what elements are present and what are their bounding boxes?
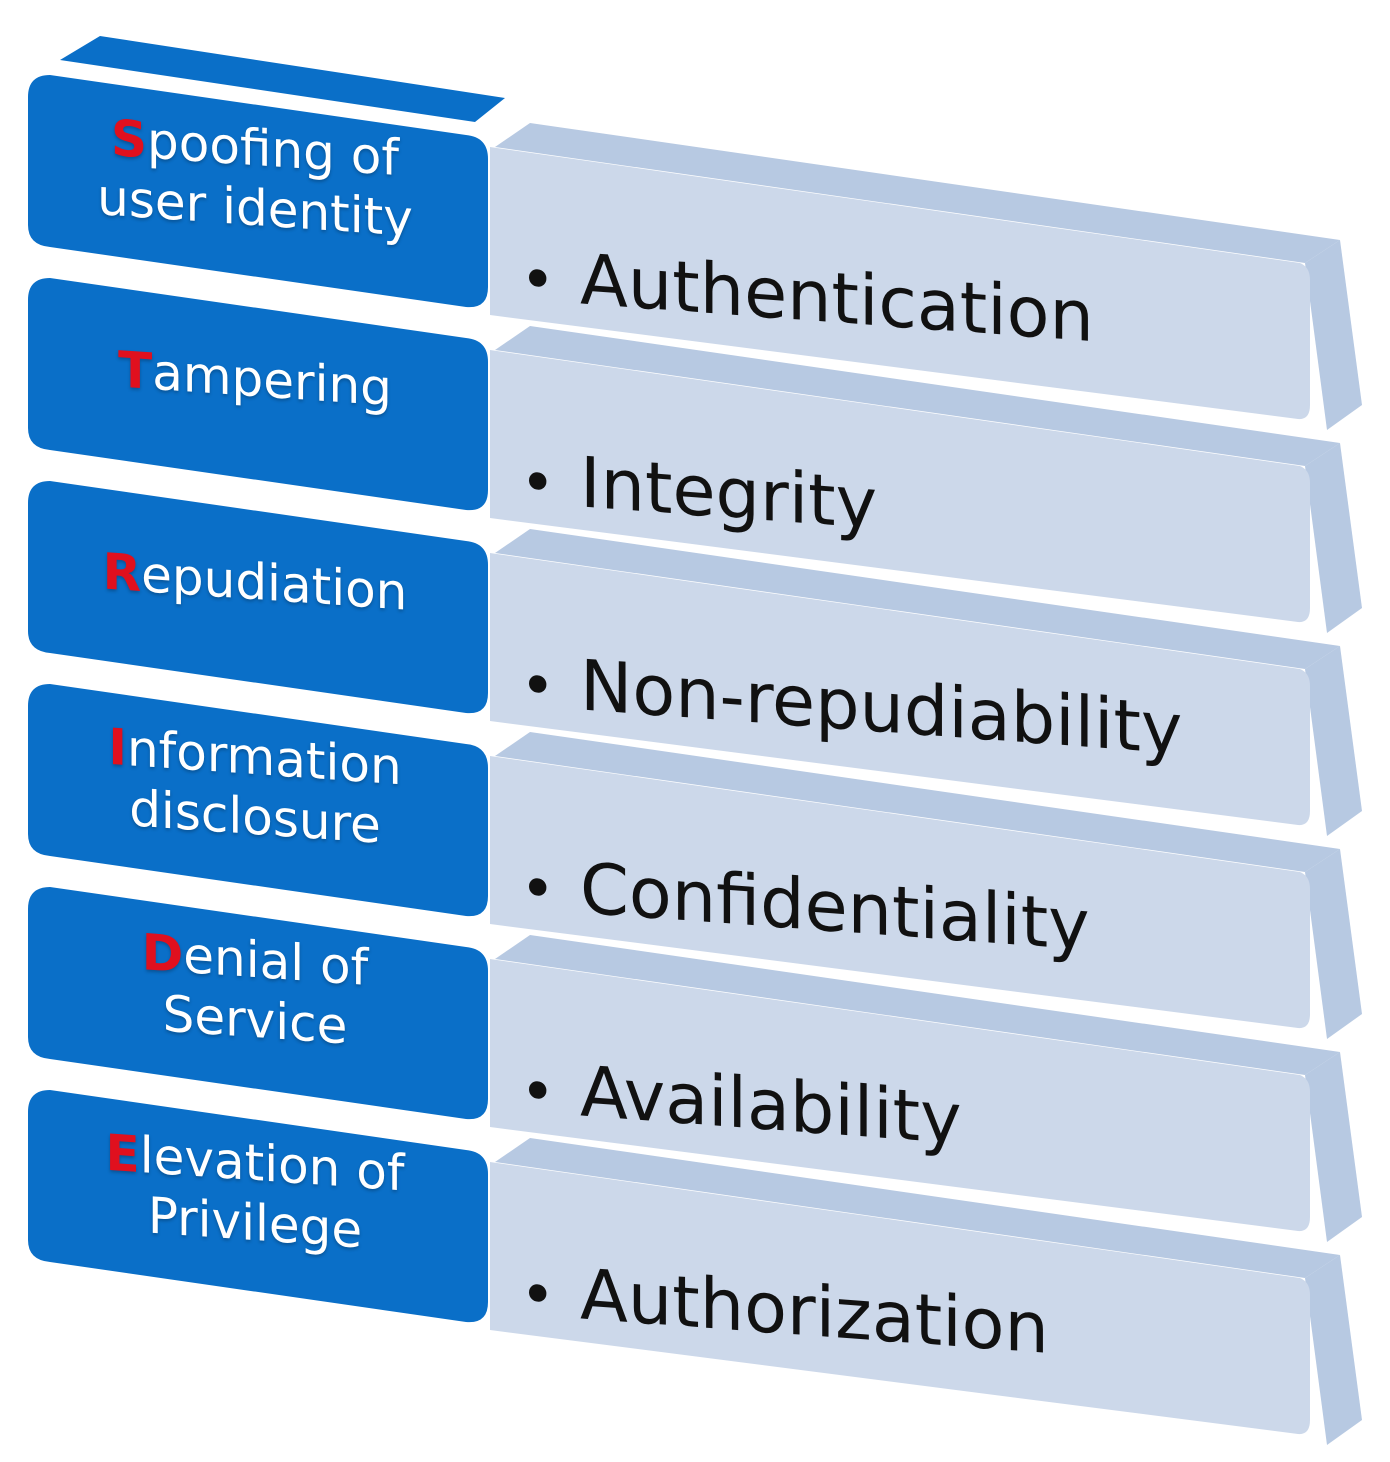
- threat-box-3: [28, 481, 488, 714]
- threat-box-2: [28, 278, 488, 511]
- property-slab-2: [490, 326, 1362, 633]
- property-slab-4: [490, 732, 1362, 1039]
- threat-box-6: [28, 1090, 488, 1323]
- threat-box-5: [28, 887, 488, 1120]
- property-slab-3: [490, 529, 1362, 836]
- threat-box-1: [28, 75, 488, 308]
- property-slab-1: [490, 123, 1362, 430]
- threat-box-4: [28, 684, 488, 917]
- property-slab-6: [490, 1138, 1362, 1445]
- threat-stack-top: [60, 36, 505, 122]
- property-slab-5: [490, 935, 1362, 1242]
